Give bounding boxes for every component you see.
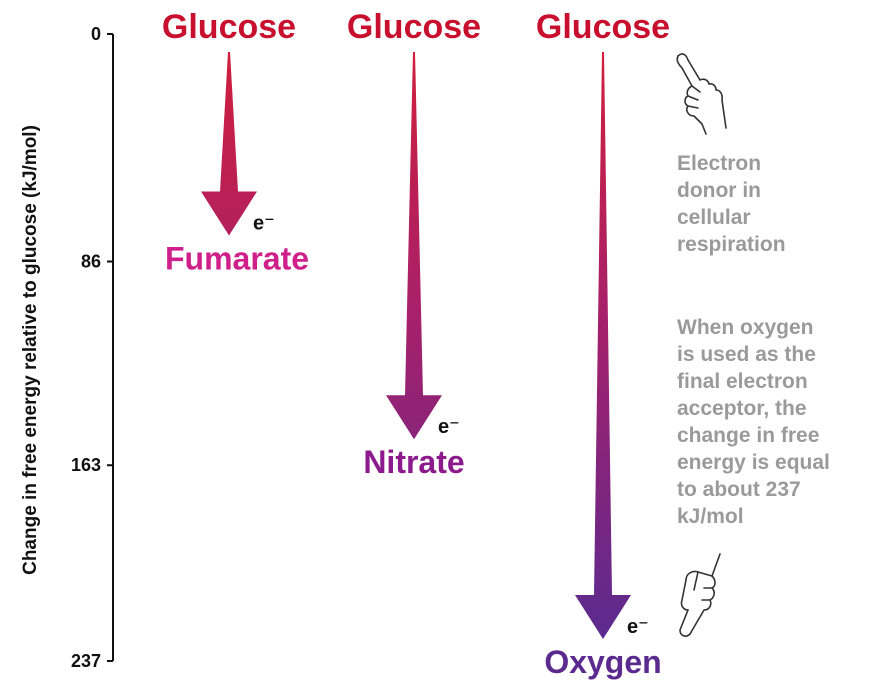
electron-label: e⁻ [438, 416, 460, 438]
acceptor-label: Oxygen [544, 644, 661, 680]
note-line: acceptor, the [677, 397, 807, 420]
reaction-nitrate: Glucose e⁻ Nitrate [347, 8, 481, 480]
donor-label: Glucose [536, 8, 670, 46]
note-line: kJ/mol [677, 505, 744, 528]
electron-flow-arrow [386, 52, 442, 440]
note-line: to about 237 [677, 478, 801, 501]
acceptor-label: Fumarate [165, 241, 309, 277]
pointing-hand-down-icon [679, 553, 721, 637]
oxygen-acceptor-note: When oxygen is used as the final electron a… [677, 316, 830, 528]
note-line: final electron [677, 370, 808, 393]
electron-label: e⁻ [627, 616, 649, 638]
axis-ticks: 0 86 163 237 [71, 24, 113, 671]
axis-tick-label: 237 [71, 651, 101, 671]
pointing-hand-up-icon [676, 53, 727, 135]
electron-label: e⁻ [253, 213, 275, 235]
energy-axis: 0 86 163 237 Change in free energy relative… [20, 24, 114, 671]
note-line: donor in [677, 179, 761, 202]
note-line: energy is equal [677, 451, 830, 474]
axis-title: Change in free energy relative to glucos… [20, 125, 41, 575]
electron-donor-note: Electron donor in cellular respiration [677, 152, 786, 256]
note-line: is used as the [677, 343, 816, 366]
note-line: Electron [677, 152, 761, 175]
axis-tick-label: 163 [71, 455, 101, 475]
axis-tick-label: 0 [91, 24, 101, 44]
donor-label: Glucose [347, 8, 481, 46]
note-line: respiration [677, 233, 786, 256]
electron-flow-arrow [201, 52, 257, 236]
reaction-oxygen: Glucose e⁻ Oxygen [536, 8, 670, 680]
note-line: change in free [677, 424, 819, 447]
acceptor-label: Nitrate [363, 444, 464, 480]
donor-label: Glucose [162, 8, 296, 46]
electron-flow-arrow [575, 52, 631, 639]
note-line: cellular [677, 206, 751, 229]
note-line: When oxygen [677, 316, 814, 339]
axis-tick-label: 86 [81, 252, 101, 272]
reaction-fumarate: Glucose e⁻ Fumarate [162, 8, 309, 277]
reactions: Glucosee⁻FumarateGlucosee⁻NitrateGlucose… [162, 8, 670, 680]
